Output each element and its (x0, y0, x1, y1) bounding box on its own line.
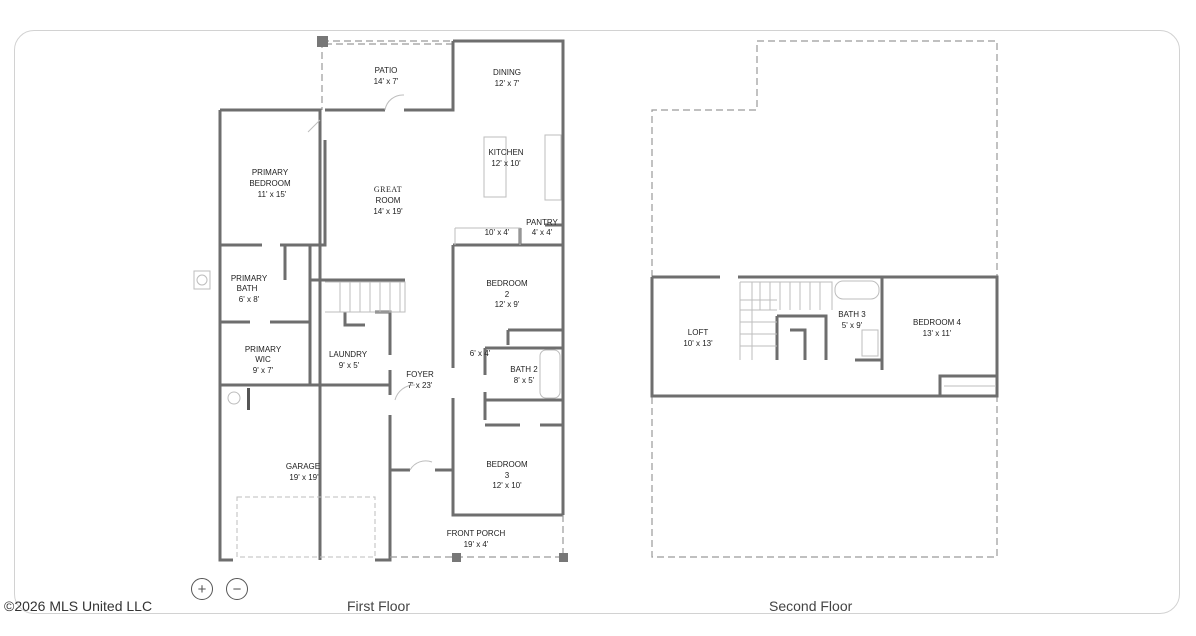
room-name-foyer: FOYER (406, 370, 434, 379)
column-marker (559, 553, 568, 562)
room-name-patio: PATIO (375, 66, 398, 75)
minus-icon: − (232, 580, 242, 598)
room-name-front-porch: FRONT PORCH (447, 529, 506, 538)
room-size-primary-bath: 6' x 8' (239, 295, 260, 304)
room-size-loft: 10' x 13' (683, 339, 713, 348)
room-name2-primary-bedroom: BEDROOM (249, 179, 291, 188)
room-name-pantry: PANTRY (526, 218, 558, 227)
room-name-loft: LOFT (688, 328, 709, 337)
room-size-bedroom-2: 12' x 9' (495, 300, 520, 309)
room-size-linen: 6' x 4' (470, 349, 491, 358)
room-size-primary-bedroom: 11' x 15' (258, 190, 287, 199)
room-size-kitchen: 12' x 10' (491, 159, 521, 168)
floorplan-viewer-frame (14, 30, 1180, 614)
room-name-bedroom-2: BEDROOM (486, 279, 528, 288)
room-size-front-porch: 19' x 4' (464, 540, 489, 549)
second-floor-label: Second Floor (769, 598, 853, 614)
room-name-primary-bath: PRIMARY (231, 274, 268, 283)
plus-icon: + (197, 580, 207, 598)
room-size-garage: 19' x 19' (289, 473, 319, 482)
second-floor-room-labels: LOFT 10' x 13' BATH 3 5' x 9' BEDROOM 4 … (683, 310, 961, 348)
column-marker (317, 36, 328, 47)
room-name2-primary-bath: BATH (237, 284, 258, 293)
first-floor-label: First Floor (347, 598, 410, 614)
room-name-bath-2: BATH 2 (510, 365, 538, 374)
copyright-notice: ©2026 MLS United LLC (4, 598, 153, 614)
room-size-closet: 10' x 4' (485, 228, 510, 237)
room-name-kitchen: KITCHEN (488, 148, 523, 157)
room-name2-bedroom-2: 2 (505, 290, 510, 299)
room-size-foyer: 7' x 23' (408, 381, 433, 390)
room-name-dining: DINING (493, 68, 521, 77)
room-name-bedroom-3: BEDROOM (486, 460, 528, 469)
room-name2-great-room: ROOM (376, 196, 401, 205)
room-size-pantry: 4' x 4' (532, 228, 553, 237)
room-name2-primary-wic: WIC (255, 355, 271, 364)
column-marker (452, 553, 461, 562)
room-size-bath-3: 5' x 9' (842, 321, 863, 330)
room-size-dining: 12' x 7' (495, 79, 520, 88)
second-floor-plan (650, 40, 999, 558)
zoom-out-button[interactable]: − (226, 578, 248, 600)
first-floor-plan (193, 36, 568, 562)
room-name-bath-3: BATH 3 (838, 310, 866, 319)
room-name-garage: GARAGE (286, 462, 320, 471)
room-size-great-room: 14' x 19' (373, 207, 403, 216)
room-name-great-room: GREAT (374, 185, 402, 194)
room-size-bedroom-3: 12' x 10' (492, 481, 522, 490)
zoom-in-button[interactable]: + (191, 578, 213, 600)
room-name2-bedroom-3: 3 (505, 471, 510, 480)
room-name-primary-bedroom: PRIMARY (252, 168, 289, 177)
room-size-primary-wic: 9' x 7' (253, 366, 274, 375)
room-size-bedroom-4: 13' x 11' (923, 329, 952, 338)
room-name-bedroom-4: BEDROOM 4 (913, 318, 962, 327)
room-name-primary-wic: PRIMARY (245, 345, 282, 354)
room-name-laundry: LAUNDRY (329, 350, 368, 359)
room-size-patio: 14' x 7' (374, 77, 399, 86)
room-size-bath-2: 8' x 5' (514, 376, 535, 385)
first-floor-room-labels: PATIO 14' x 7' DINING 12' x 7' KITCHEN 1… (231, 66, 559, 549)
room-size-laundry: 9' x 5' (339, 361, 360, 370)
